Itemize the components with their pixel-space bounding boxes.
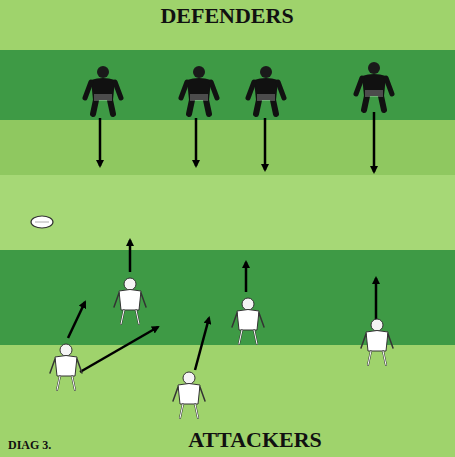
diagram-number: DIAG 3. [8,438,51,453]
team-heading: DEFENDERS [160,3,293,29]
team-heading: ATTACKERS [188,427,322,453]
